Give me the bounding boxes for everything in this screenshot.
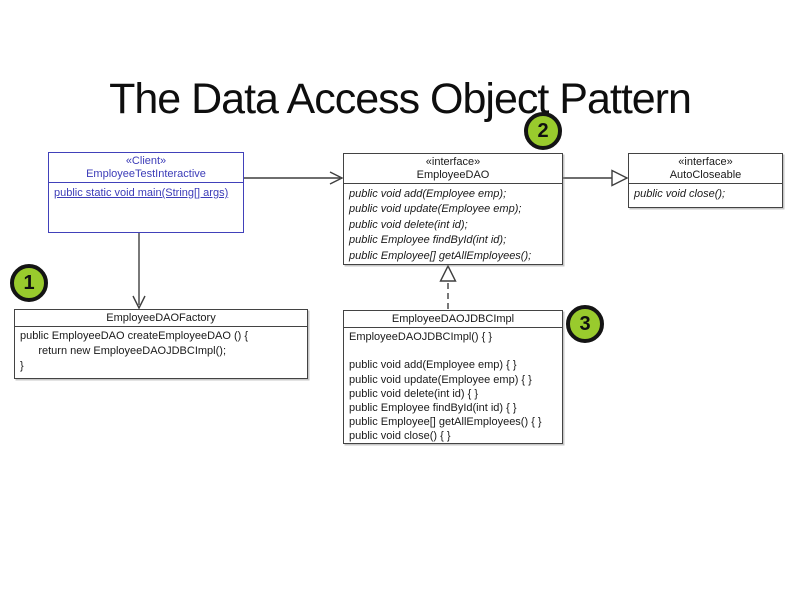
uml-interface-employeedao-header: «interface» EmployeeDAO — [344, 154, 562, 184]
class-name: EmployeeDAO — [416, 169, 490, 181]
association-arrow-client-to-dao — [244, 171, 344, 185]
member-line: public Employee findById(int id); — [349, 234, 507, 247]
member-line: public void add(Employee emp) { } — [349, 359, 517, 372]
member-line: public void update(Employee emp) { } — [349, 373, 532, 386]
stereotype-label: «interface» — [678, 156, 733, 168]
uml-class-impl-header: EmployeeDAOJDBCImpl — [344, 311, 562, 328]
main-method-link[interactable]: public static void main(String[] args) — [54, 187, 229, 199]
member-line: return new EmployeeDAOJDBCImpl(); — [20, 345, 227, 357]
uml-interface-autocloseable-header: «interface» AutoCloseable — [629, 154, 782, 184]
uml-interface-autocloseable-body: public void close(); — [629, 184, 782, 205]
member-line: EmployeeDAOJDBCImpl() { } — [349, 331, 493, 343]
class-name: AutoCloseable — [669, 169, 742, 181]
member-line — [349, 344, 557, 358]
step-badge-3: 3 — [566, 305, 604, 343]
member-line: public void close() { } — [349, 430, 451, 443]
uml-interface-employeedao: «interface» EmployeeDAO public void add(… — [343, 153, 563, 265]
member-line: public EmployeeDAO createEmployeeDAO () … — [20, 330, 249, 342]
dependency-arrow-client-to-factory — [132, 233, 146, 310]
step-badge-2: 2 — [524, 112, 562, 150]
realization-arrow-impl-to-dao — [439, 264, 457, 309]
uml-class-client-body: public static void main(String[] args) — [49, 183, 243, 204]
uml-class-factory: EmployeeDAOFactory public EmployeeDAO cr… — [14, 309, 308, 379]
stereotype-label: «interface» — [425, 156, 481, 168]
member-line: public void delete(int id); — [349, 218, 468, 231]
member-line: public void delete(int id) { } — [349, 387, 479, 400]
uml-class-client-header: «Client» EmployeeTestInteractive — [49, 153, 243, 183]
stereotype-label: «Client» — [125, 155, 167, 167]
uml-class-factory-header: EmployeeDAOFactory — [15, 310, 307, 327]
generalization-arrow-dao-to-autocloseable — [563, 169, 629, 187]
class-name: EmployeeTestInteractive — [86, 168, 206, 180]
uml-class-impl-body: EmployeeDAOJDBCImpl() { } public void ad… — [344, 328, 562, 446]
member-line: public Employee[] getAllEmployees(); — [349, 249, 532, 262]
member-line: public void update(Employee emp); — [349, 203, 522, 216]
class-name: EmployeeDAOJDBCImpl — [391, 313, 515, 325]
uml-class-impl: EmployeeDAOJDBCImpl EmployeeDAOJDBCImpl(… — [343, 310, 563, 444]
member-line: public void add(Employee emp); — [349, 188, 507, 200]
uml-interface-employeedao-body: public void add(Employee emp); public voi… — [344, 184, 562, 267]
class-name: EmployeeDAOFactory — [106, 312, 216, 324]
step-badge-1: 1 — [10, 264, 48, 302]
uml-class-client: «Client» EmployeeTestInteractive public … — [48, 152, 244, 233]
member-line: } — [20, 360, 24, 372]
uml-interface-autocloseable: «interface» AutoCloseable public void cl… — [628, 153, 783, 208]
member-line: public Employee[] getAllEmployees() { } — [349, 416, 542, 429]
uml-class-factory-body: public EmployeeDAO createEmployeeDAO () … — [15, 327, 307, 376]
member-line: public Employee findById(int id) { } — [349, 402, 517, 415]
member-line: public void close(); — [634, 188, 726, 200]
page-title: The Data Access Object Pattern — [109, 74, 692, 123]
